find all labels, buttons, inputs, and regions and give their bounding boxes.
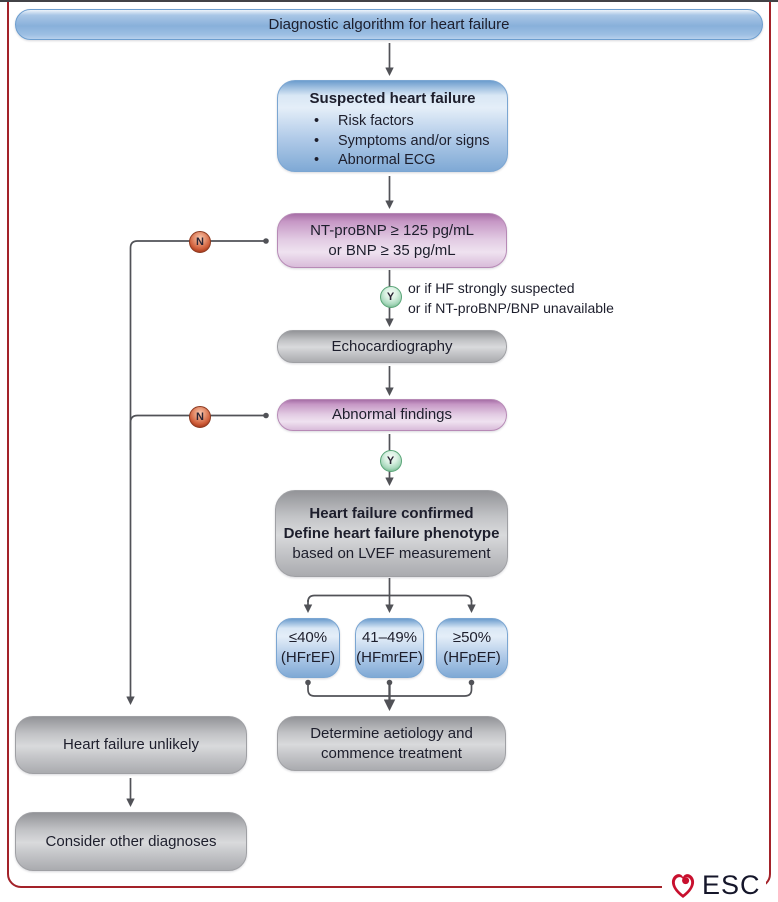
suspected-bullet-list: • Risk factors • Symptoms and/or signs •… xyxy=(278,112,507,171)
node-abnormal-findings: Abnormal findings xyxy=(277,399,507,431)
yes-path-annotation: or if HF strongly suspected or if NT-pro… xyxy=(408,279,658,318)
lvef-label: (HFmrEF) xyxy=(356,649,423,666)
lvef-value: ≤40% xyxy=(288,629,328,646)
node-heart-failure-confirmed: Heart failure confirmed Define heart fai… xyxy=(275,490,508,577)
node-lvef-hfmref: 41–49% (HFmrEF) xyxy=(355,618,424,678)
bullet-text: Abnormal ECG xyxy=(338,152,436,168)
bullet-text: Risk factors xyxy=(338,113,414,129)
decision-no-badge: N xyxy=(189,231,211,253)
echo-label: Echocardiography xyxy=(331,337,453,355)
decision-yes-label: Y xyxy=(386,455,395,467)
lvef-value: 41–49% xyxy=(361,629,418,646)
flow-arrows xyxy=(126,43,476,807)
bullet-icon: • xyxy=(314,132,320,149)
other-diagnoses-label: Consider other diagnoses xyxy=(45,832,217,850)
aetiology-line2: commence treatment xyxy=(321,744,462,762)
esc-logo-text: ESC xyxy=(702,869,761,900)
node-lvef-hfref: ≤40% (HFrEF) xyxy=(276,618,340,678)
confirmed-line3: based on LVEF measurement xyxy=(292,544,491,562)
node-determine-aetiology: Determine aetiology and commence treatme… xyxy=(277,716,506,771)
decision-yes-label: Y xyxy=(386,291,395,303)
esc-logo: ESC xyxy=(662,867,766,902)
connector-dots xyxy=(263,238,475,686)
node-natriuretic-peptides: NT-proBNP ≥ 125 pg/mL or BNP ≥ 35 pg/mL xyxy=(277,213,507,268)
node-suspected-heart-failure: Suspected heart failure • Risk factors •… xyxy=(277,80,508,172)
lvef-label: (HFrEF) xyxy=(280,649,336,666)
unlikely-label: Heart failure unlikely xyxy=(63,736,199,753)
lvef-label: (HFpEF) xyxy=(443,649,501,666)
bullet-text: Symptoms and/or signs xyxy=(338,132,490,149)
list-item: • Symptoms and/or signs xyxy=(314,132,507,152)
decision-no-label: N xyxy=(196,236,204,248)
top-crop-edge xyxy=(0,0,778,2)
node-heart-failure-unlikely: Heart failure unlikely xyxy=(15,716,247,774)
confirmed-line1: Heart failure confirmed xyxy=(309,504,474,522)
annotation-line2: or if NT-proBNP/BNP unavailable xyxy=(408,299,614,316)
decision-yes-badge: Y xyxy=(379,286,402,308)
decision-no-badge: N xyxy=(189,405,211,428)
aetiology-line1: Determine aetiology and xyxy=(310,724,473,742)
bullet-icon: • xyxy=(314,152,320,168)
list-item: • Risk factors xyxy=(314,112,507,132)
figure-title: Diagnostic algorithm for heart failure xyxy=(268,15,510,33)
bnp-line2: or BNP ≥ 35 pg/mL xyxy=(328,241,456,259)
title-banner: Diagnostic algorithm for heart failure xyxy=(15,9,763,40)
node-consider-other-diagnoses: Consider other diagnoses xyxy=(15,812,247,871)
suspected-title: Suspected heart failure xyxy=(309,90,476,107)
node-echocardiography: Echocardiography xyxy=(277,330,507,363)
node-lvef-hfpef: ≥50% (HFpEF) xyxy=(436,618,508,678)
bnp-line1: NT-proBNP ≥ 125 pg/mL xyxy=(310,221,474,239)
decision-no-label: N xyxy=(196,410,204,423)
annotation-line1: or if HF strongly suspected xyxy=(408,280,575,296)
confirmed-line2: Define heart failure phenotype xyxy=(283,524,500,542)
abnormal-label: Abnormal findings xyxy=(331,406,453,423)
esc-heart-icon xyxy=(671,874,695,898)
figure-border-frame xyxy=(7,0,771,888)
bullet-icon: • xyxy=(314,113,320,129)
lvef-value: ≥50% xyxy=(452,629,492,646)
decision-yes-badge: Y xyxy=(379,450,402,472)
list-item: • Abnormal ECG xyxy=(314,151,507,171)
